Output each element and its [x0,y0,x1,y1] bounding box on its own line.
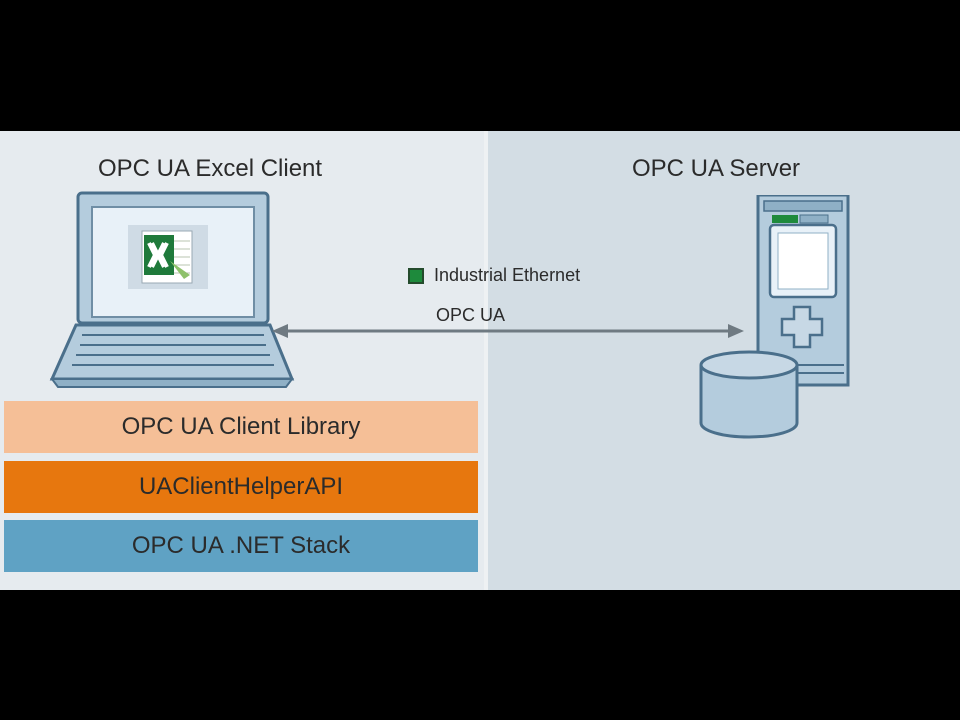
database-icon [699,350,799,439]
plc-server-icon [756,195,850,387]
diagram-canvas: OPC UA Excel Client OPC UA Server [0,131,960,590]
network-legend: Industrial Ethernet [408,265,580,286]
client-title: OPC UA Excel Client [98,155,323,182]
layer-net-stack: OPC UA .NET Stack [4,520,478,572]
panel-divider [484,131,488,590]
protocol-label: OPC UA [436,305,506,325]
layer-client-library: OPC UA Client Library [4,401,478,453]
network-label: Industrial Ethernet [434,265,581,285]
double-arrow-icon [272,324,744,338]
excel-icon [128,225,208,289]
layer-client-helper-api: UAClientHelperAPI [4,461,478,513]
network-swatch [408,267,424,284]
laptop-icon [49,191,295,388]
server-title: OPC UA Server [632,155,801,182]
